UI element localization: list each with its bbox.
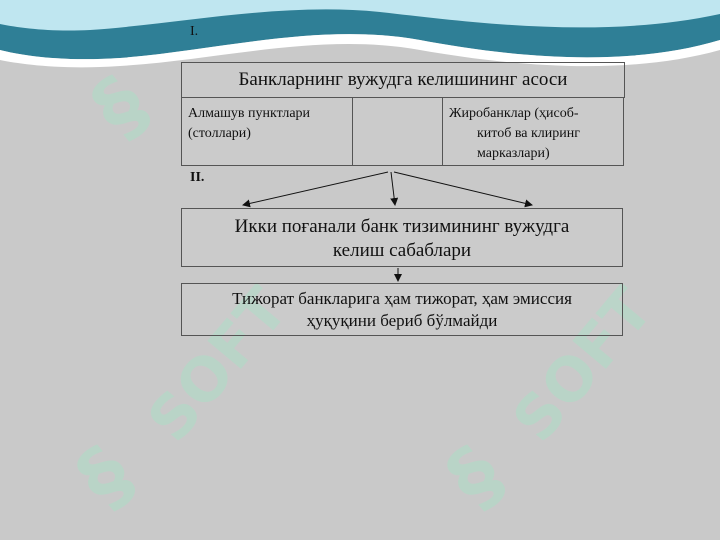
empty-cell [352, 97, 443, 166]
consequence-line1: Тижорат банкларига ҳам тижорат, ҳам эмис… [232, 289, 572, 308]
consequence-line2: ҳуқуқини бериб бўлмайди [306, 311, 498, 330]
exchange-points-line2: (столлари) [188, 126, 251, 141]
reasons-line1: Икки поғанали банк тизимининг вужудга [234, 216, 570, 237]
section-label-1: I. [190, 24, 199, 39]
girobanks-line1: Жиробанклар (ҳисоб- [449, 106, 579, 121]
girobanks-line2: китоб ва клиринг [477, 126, 580, 141]
consequence-box: Тижорат банкларига ҳам тижорат, ҳам эмис… [181, 283, 623, 336]
exchange-points-line1: Алмашув пунктлари [188, 106, 311, 121]
section-label-2: II. [190, 170, 205, 185]
basis-title: Банкларнинг вужудга келишининг асоси [238, 69, 568, 90]
girobanks-line3: марказлари) [477, 146, 550, 161]
reasons-line2: келиш сабаблари [332, 240, 472, 261]
exchange-points-cell: Алмашув пунктлари (столлари) [181, 97, 353, 166]
reasons-box: Икки поғанали банк тизимининг вужудга ке… [181, 208, 623, 267]
girobanks-cell: Жиробанклар (ҳисоб- китоб ва клиринг мар… [442, 97, 624, 166]
basis-title-box: Банкларнинг вужудга келишининг асоси [181, 62, 625, 98]
